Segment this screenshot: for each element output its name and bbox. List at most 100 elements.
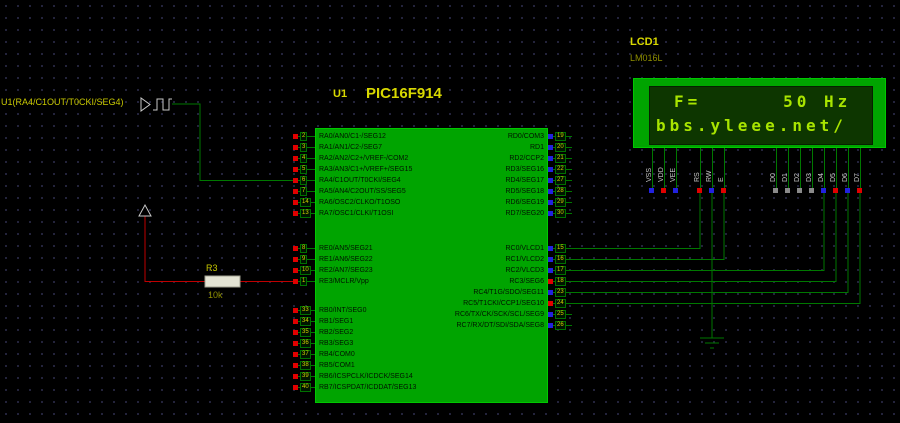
chip-pins-ra: 2 3 4 5 6 — [293, 131, 315, 219]
pulse-generator-icon[interactable] — [153, 98, 172, 111]
pin[interactable]: 26 — [548, 320, 572, 331]
pin[interactable]: 21 — [548, 153, 572, 164]
pin[interactable]: 20 — [548, 142, 572, 153]
pin[interactable]: 8 — [293, 243, 315, 254]
pin-state-square — [548, 312, 553, 317]
pin[interactable]: 3 — [293, 142, 315, 153]
pin-number: 10 — [300, 266, 311, 275]
pin-name: RC5/T1CKI/CCP1/SEG10 — [463, 300, 544, 307]
pin-name: RD5/SEG18 — [505, 188, 544, 195]
pin[interactable]: 28 — [548, 186, 572, 197]
wire-lcd-d5-to-rc3[interactable] — [572, 193, 837, 282]
resistor-value[interactable]: 10k — [208, 290, 223, 300]
pin-name: RD3/SEG16 — [505, 166, 544, 173]
chip-ref[interactable]: U1 — [333, 88, 348, 100]
pin[interactable]: 17 — [548, 265, 572, 276]
pin-name: RB5/COM1 — [319, 362, 355, 369]
pin-name: RA1/AN1/C2-/SEG7 — [319, 144, 383, 151]
wire-pulse-to-ra4[interactable] — [172, 103, 293, 181]
pin[interactable]: 5 — [293, 164, 315, 175]
lcd-ref[interactable]: LCD1 — [630, 36, 659, 48]
net-label[interactable]: U1(RA4/C1OUT/T0CKI/SEG4) — [1, 97, 124, 107]
resistor-body[interactable] — [204, 275, 241, 288]
pin[interactable]: 29 — [548, 197, 572, 208]
pin-name: RD0/COM3 — [507, 133, 544, 140]
pin-number: 27 — [555, 176, 566, 185]
pin-number: 28 — [555, 187, 566, 196]
pin[interactable]: 13 — [293, 208, 315, 219]
power-terminal-icon[interactable] — [138, 203, 152, 217]
lcd-pin-label: D0 — [770, 173, 777, 182]
pin[interactable]: 9 — [293, 254, 315, 265]
lcd-pin-label: RW — [706, 170, 713, 182]
pin[interactable]: 19 — [548, 131, 572, 142]
pin[interactable]: 36 — [293, 338, 315, 349]
pin[interactable]: 4 — [293, 153, 315, 164]
wire-lcd-d7-to-rc5[interactable] — [572, 193, 861, 304]
pin-name: RC3/SEG6 — [509, 278, 544, 285]
pin[interactable]: 39 — [293, 371, 315, 382]
pin-number: 6 — [300, 176, 308, 185]
pin-name: RC4/T1G/SDO/SEG11 — [473, 289, 544, 296]
lcd-part[interactable]: LM016L — [630, 53, 663, 63]
pin-state-square — [293, 308, 298, 313]
pin[interactable]: 16 — [548, 254, 572, 265]
pin-state-square — [293, 330, 298, 335]
chip-part[interactable]: PIC16F914 — [366, 85, 442, 102]
pin-state-square — [548, 167, 553, 172]
pin-state-square — [797, 188, 802, 193]
pin-number: 18 — [555, 277, 566, 286]
pin[interactable]: 22 — [548, 164, 572, 175]
pin-name: RC6/TX/CK/SCK/SCL/SEG9 — [454, 311, 544, 318]
pin[interactable]: 40 — [293, 382, 315, 393]
pin-name: RB2/SEG2 — [319, 329, 354, 336]
pin[interactable]: 27 — [548, 175, 572, 186]
pin[interactable]: 6 — [293, 175, 315, 186]
pin[interactable]: 1 — [293, 276, 315, 287]
pin-number: 3 — [300, 143, 308, 152]
pin-state-square — [845, 188, 850, 193]
pin[interactable]: 23 — [548, 287, 572, 298]
pin-number: 38 — [300, 361, 311, 370]
ground-symbol[interactable] — [700, 337, 724, 349]
pin-name: RB7/ICSPDAT/ICDDAT/SEG13 — [319, 384, 417, 391]
pin-state-square — [548, 189, 553, 194]
pin-number: 34 — [300, 317, 311, 326]
pin[interactable]: 2 — [293, 131, 315, 142]
wire-vcc-to-r3[interactable] — [144, 216, 205, 282]
pin-state-square — [293, 385, 298, 390]
pin[interactable]: 14 — [293, 197, 315, 208]
wire-lcd-rs-to-rc0[interactable] — [572, 193, 701, 249]
pin-name: RD1 — [529, 144, 544, 151]
pin-name: RD2/CCP2 — [509, 155, 544, 162]
pin[interactable]: 15 — [548, 243, 572, 254]
pin[interactable]: 10 — [293, 265, 315, 276]
lcd-display[interactable]: F= 50 Hz bbs.yleee.net/ — [633, 78, 886, 148]
wire-lcd-d4-to-rc2[interactable] — [572, 193, 825, 271]
pin-name: RD6/SEG19 — [505, 199, 544, 206]
resistor-ref[interactable]: R3 — [206, 263, 218, 273]
pin-name: RA0/AN0/C1-/SEG12 — [319, 133, 386, 140]
wire-lcd-e-to-rc1[interactable] — [572, 193, 725, 260]
pin-number: 1 — [300, 277, 308, 286]
chip-pins-re: 8 9 10 1 — [293, 243, 315, 287]
pin[interactable]: 35 — [293, 327, 315, 338]
pin[interactable]: 25 — [548, 309, 572, 320]
pin[interactable]: 38 — [293, 360, 315, 371]
pin-state-square — [548, 211, 553, 216]
pin[interactable]: 33 — [293, 305, 315, 316]
pin[interactable]: 30 — [548, 208, 572, 219]
pin[interactable]: 37 — [293, 349, 315, 360]
lcd-pin-label: D3 — [806, 173, 813, 182]
pin[interactable]: 24 — [548, 298, 572, 309]
pin[interactable]: 7 — [293, 186, 315, 197]
pin-state-square — [697, 188, 702, 193]
pin-state-square — [293, 268, 298, 273]
pin-state-square — [548, 323, 553, 328]
pin[interactable]: 18 — [548, 276, 572, 287]
pin[interactable]: 34 — [293, 316, 315, 327]
wire-lcd-d6-to-rc4[interactable] — [572, 193, 849, 293]
pin-number: 4 — [300, 154, 308, 163]
